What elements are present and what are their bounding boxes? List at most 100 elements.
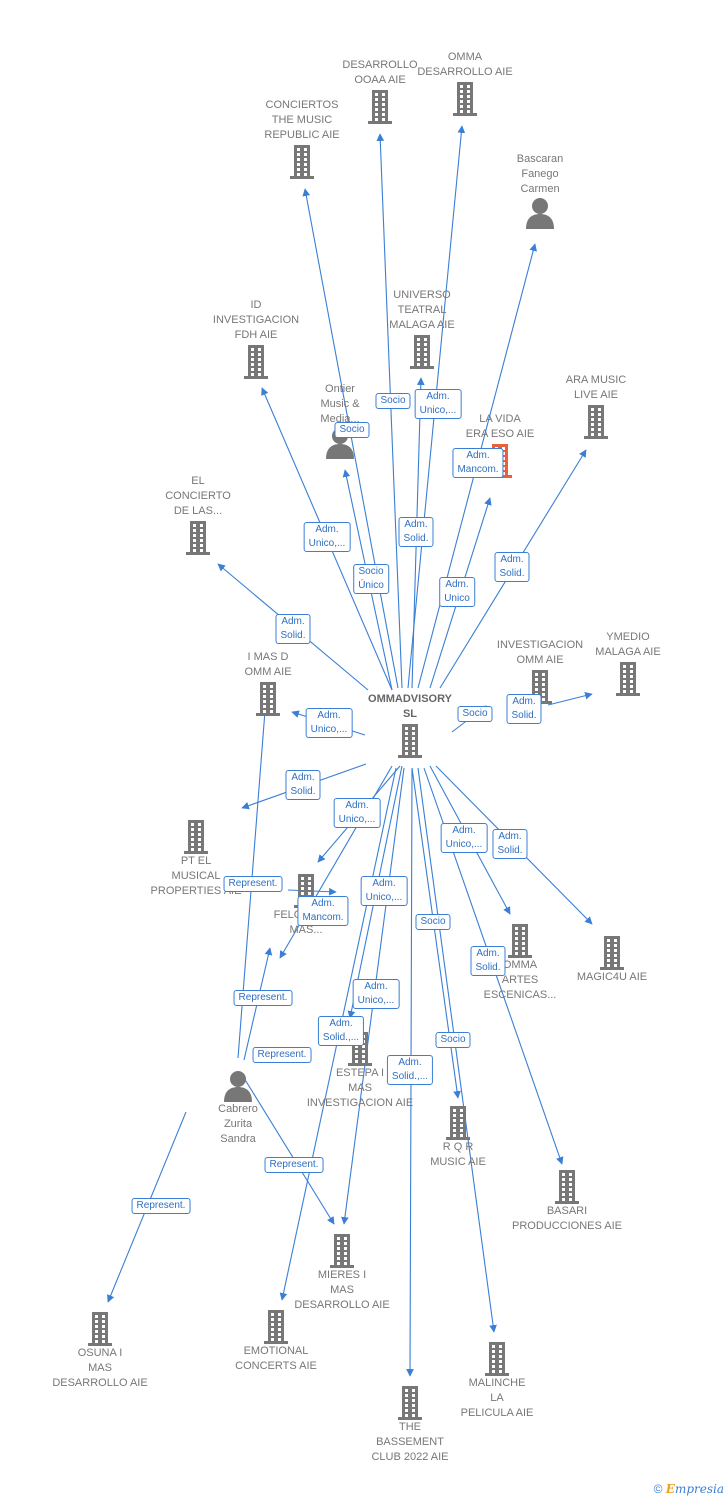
relation-label[interactable]: Socio (457, 706, 493, 722)
copyright-symbol: © (653, 1482, 663, 1496)
node-rqr[interactable]: R Q R MUSIC AIE (388, 1104, 528, 1170)
building-icon (600, 936, 624, 970)
relation-edge (376, 133, 403, 689)
building-icon (290, 145, 314, 179)
node-conciertos[interactable]: CONCIERTOS THE MUSIC REPUBLIC AIE (232, 98, 372, 179)
node-id-invest[interactable]: ID INVESTIGACION FDH AIE (186, 298, 326, 379)
relation-label[interactable]: Adm. Solid.,... (317, 1016, 365, 1046)
node-label: OMMADVISORY SL (368, 693, 452, 720)
relation-label[interactable]: Represent. (131, 1198, 191, 1214)
node-mieres[interactable]: MIERES I MAS DESARROLLO AIE (272, 1232, 412, 1313)
relation-label[interactable]: Socio (415, 914, 451, 930)
node-emotional[interactable]: EMOTIONAL CONCERTS AIE (206, 1308, 346, 1374)
node-center[interactable]: OMMADVISORY SL (340, 692, 480, 758)
node-bassement[interactable]: THE BASSEMENT CLUB 2022 AIE (340, 1384, 480, 1465)
node-label: ESTEPA I MAS INVESTIGACION AIE (306, 1067, 414, 1109)
node-magic4u[interactable]: MAGIC4U AIE (542, 934, 682, 985)
node-label: OMMA DESARROLLO AIE (417, 51, 513, 78)
building-icon (244, 345, 268, 379)
node-universo[interactable]: UNIVERSO TEATRAL MALAGA AIE (352, 288, 492, 369)
node-label: INVESTIGACION OMM AIE (496, 639, 584, 666)
node-label: MAGIC4U AIE (576, 971, 648, 983)
building-icon (264, 1310, 288, 1344)
node-label: Bascaran Fanego Carmen (516, 153, 564, 195)
relation-label[interactable]: Adm. Unico (439, 577, 475, 607)
building-icon (398, 1386, 422, 1420)
node-estepa[interactable]: ESTEPA I MAS INVESTIGACION AIE (290, 1030, 430, 1111)
node-label: EL CONCIERTO DE LAS... (165, 475, 231, 517)
relation-label[interactable]: Adm. Unico,... (303, 522, 351, 552)
relation-label[interactable]: Adm. Unico,... (305, 708, 353, 738)
relation-label[interactable]: Socio (435, 1032, 471, 1048)
node-label: I MAS D OMM AIE (244, 651, 292, 678)
node-label: YMEDIO MALAGA AIE (595, 631, 661, 658)
footer-brand: © Empresia (654, 1482, 724, 1496)
node-basari[interactable]: BASARI PRODUCCIONES AIE (497, 1168, 637, 1234)
relation-label[interactable]: Adm. Solid. (506, 694, 542, 724)
person-icon (224, 1071, 252, 1102)
relation-label[interactable]: Adm. Unico,... (414, 389, 462, 419)
person-icon (526, 198, 554, 229)
node-label: EMOTIONAL CONCERTS AIE (235, 1345, 317, 1372)
relation-label[interactable]: Represent. (233, 990, 293, 1006)
relation-label[interactable]: Adm. Solid.,... (386, 1055, 434, 1085)
relation-label[interactable]: Socio Único (353, 564, 389, 594)
node-label: LA VIDA ERA ESO AIE (465, 413, 535, 440)
relation-label[interactable]: Adm. Unico,... (352, 979, 400, 1009)
building-icon (368, 90, 392, 124)
node-label: ID INVESTIGACION FDH AIE (212, 299, 300, 341)
empresia-logo[interactable]: Empresia (665, 1482, 724, 1496)
node-ymedio[interactable]: YMEDIO MALAGA AIE (558, 630, 698, 696)
relation-edge (243, 1077, 335, 1225)
node-el-concierto[interactable]: EL CONCIERTO DE LAS... (128, 474, 268, 555)
node-invest-omm[interactable]: INVESTIGACION OMM AIE (470, 638, 610, 704)
relation-label[interactable]: Adm. Solid. (275, 614, 311, 644)
relation-label[interactable]: Adm. Solid. (470, 946, 506, 976)
relation-label[interactable]: Adm. Solid. (492, 829, 528, 859)
relation-label[interactable]: Represent. (223, 876, 283, 892)
building-icon (330, 1234, 354, 1268)
relation-label[interactable]: Socio (375, 393, 411, 409)
relation-label[interactable]: Represent. (252, 1047, 312, 1063)
node-label: THE BASSEMENT CLUB 2022 AIE (371, 1421, 449, 1463)
node-desarrollo-ooaa[interactable]: DESARROLLO OOAA AIE (310, 58, 450, 124)
node-malinche[interactable]: MALINCHE LA PELICULA AIE (427, 1340, 567, 1421)
building-icon (555, 1170, 579, 1204)
relation-label[interactable]: Represent. (264, 1157, 324, 1173)
building-icon (256, 682, 280, 716)
building-icon (453, 82, 477, 116)
node-label: ARA MUSIC LIVE AIE (565, 374, 627, 401)
building-icon (616, 662, 640, 696)
node-cabrero[interactable]: Cabrero Zurita Sandra (168, 1070, 308, 1147)
node-imasd[interactable]: I MAS D OMM AIE (198, 650, 338, 716)
node-bascaran[interactable]: Bascaran Fanego Carmen (470, 152, 610, 229)
relation-label[interactable]: Adm. Solid. (494, 552, 530, 582)
relation-label[interactable]: Socio (334, 422, 370, 438)
relation-edge (547, 691, 593, 706)
relation-label[interactable]: Adm. Unico,... (333, 798, 381, 828)
relation-label[interactable]: Adm. Mancom. (452, 448, 504, 478)
building-icon (88, 1312, 112, 1346)
building-icon (186, 521, 210, 555)
node-label: UNIVERSO TEATRAL MALAGA AIE (389, 289, 455, 331)
relation-label[interactable]: Adm. Mancom. (297, 896, 349, 926)
building-icon (446, 1106, 470, 1140)
node-label: Cabrero Zurita Sandra (218, 1103, 258, 1145)
node-osuna[interactable]: OSUNA I MAS DESARROLLO AIE (30, 1310, 170, 1391)
relation-label[interactable]: Adm. Unico,... (360, 876, 408, 906)
relation-label[interactable]: Adm. Solid. (398, 517, 434, 547)
node-label: R Q R MUSIC AIE (430, 1141, 486, 1168)
relation-label[interactable]: Adm. Solid. (285, 770, 321, 800)
node-ara-music[interactable]: ARA MUSIC LIVE AIE (526, 373, 666, 439)
node-omma-artes[interactable]: OMMA ARTES ESCENICAS... (450, 922, 590, 1003)
building-icon (584, 405, 608, 439)
node-label: CONCIERTOS THE MUSIC REPUBLIC AIE (264, 99, 340, 141)
node-omma-desarrollo[interactable]: OMMA DESARROLLO AIE (395, 50, 535, 116)
node-label: DESARROLLO OOAA AIE (342, 59, 418, 86)
building-icon (398, 724, 422, 758)
building-icon (184, 820, 208, 854)
relation-edge (417, 767, 497, 1333)
node-label: OSUNA I MAS DESARROLLO AIE (52, 1347, 148, 1389)
building-icon (485, 1342, 509, 1376)
relation-label[interactable]: Adm. Unico,... (440, 823, 488, 853)
